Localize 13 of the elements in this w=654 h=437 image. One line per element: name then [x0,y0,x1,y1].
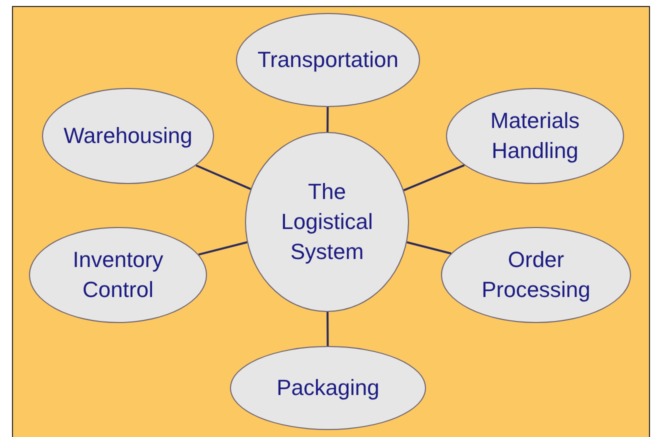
node-label: Inventory Control [72,246,164,304]
connector-line [326,312,329,346]
node-label: Order Processing [480,246,592,304]
node-label: Transportation [257,46,399,74]
connector-line [196,164,252,190]
connector-line [403,164,465,192]
connector-line [198,241,248,256]
node-label: Materials Handling [489,107,581,165]
connector-line [326,107,329,132]
connector-line [406,241,452,254]
node-label: The Logistical System [280,178,374,266]
node-label: Packaging [276,374,380,402]
node-label: Warehousing [64,122,192,150]
